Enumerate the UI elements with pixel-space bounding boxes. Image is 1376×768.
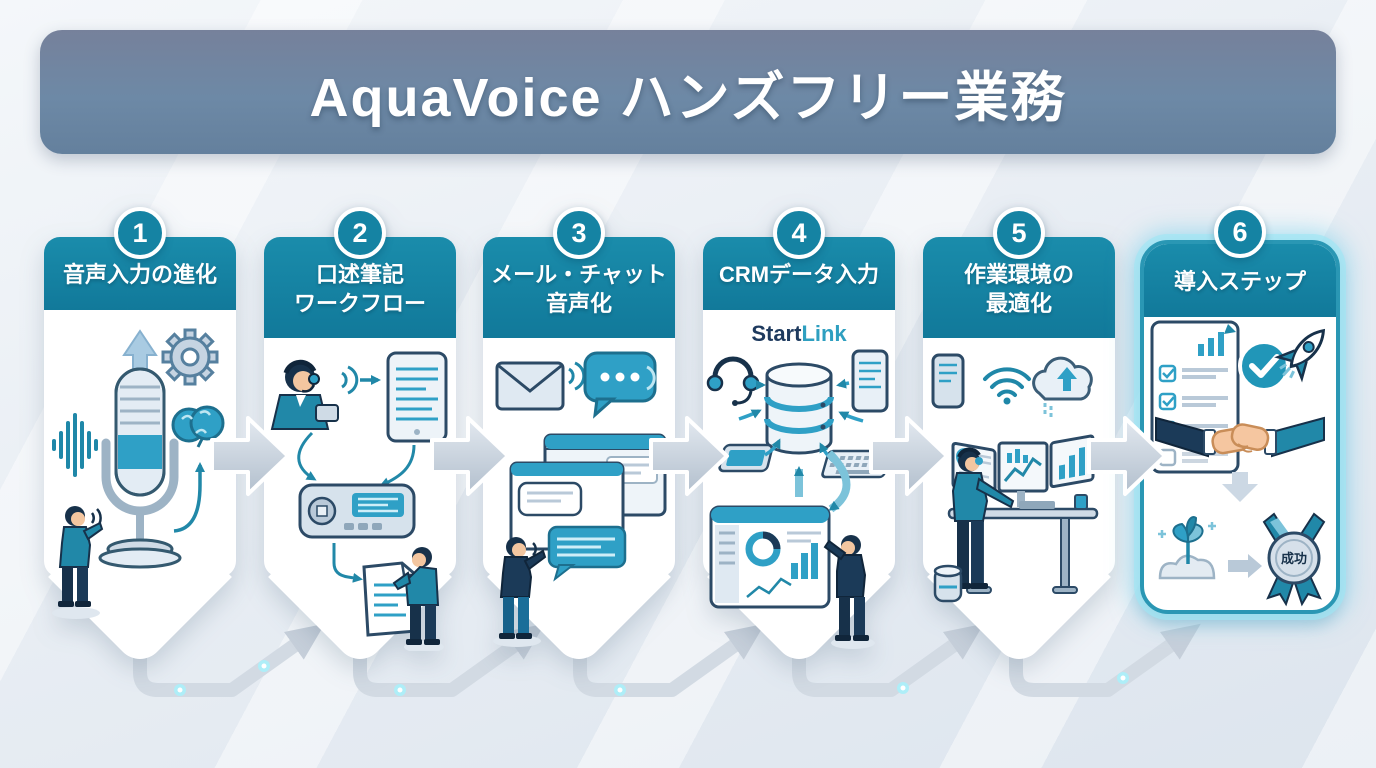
flow-arrow-down	[332, 543, 363, 583]
step-card-2: 口述筆記 ワークフロー 2	[264, 207, 456, 677]
page-title: AquaVoice ハンズフリー業務	[309, 67, 1067, 128]
step-4-number-badge: 4	[773, 207, 825, 259]
big-curve-arrow	[826, 450, 851, 513]
database-icon	[764, 362, 834, 455]
step-arrow-2-3	[430, 416, 510, 496]
brain-icon	[171, 405, 225, 448]
handshake-icon	[1155, 416, 1325, 458]
flow-arrow-right	[379, 444, 416, 487]
voice-waves-icon	[341, 365, 359, 395]
step-card-3: メール・チャット 音声化 3	[483, 207, 675, 677]
step-6-number-badge: 6	[1214, 206, 1266, 258]
step-arrow-4-5	[869, 416, 949, 496]
step-card-4: CRMデータ入力 4 StartLink	[703, 207, 895, 677]
startlink-logo-start: Start	[751, 321, 802, 346]
down-arrow-icon	[1222, 472, 1258, 502]
step-1-number-badge: 1	[114, 207, 166, 259]
headset-icon	[706, 356, 760, 406]
card-body: 導入ステップ	[1140, 240, 1340, 614]
small-right-arrow-icon	[1228, 554, 1262, 578]
tablet-icon	[386, 351, 448, 443]
smartphone-icon	[851, 349, 889, 413]
chat-bubble-icon	[583, 351, 657, 419]
reading-person	[392, 547, 444, 651]
step-card-1: 音声入力の進化 1	[44, 207, 236, 677]
pointing-person	[493, 537, 547, 647]
step-5-illustration	[931, 353, 1099, 603]
crm-dashboard	[709, 505, 831, 609]
browser-windows	[509, 433, 667, 582]
step-2-header: 口述筆記 ワークフロー	[264, 237, 456, 339]
step-1-illustration	[52, 328, 225, 619]
gear-icon	[161, 328, 219, 386]
step-5-number-badge: 5	[993, 207, 1045, 259]
title-banner: AquaVoice ハンズフリー業務	[40, 30, 1336, 154]
step-2-illustration	[270, 351, 448, 651]
envelope-icon	[495, 361, 565, 411]
step-1-header: 音声入力の進化	[44, 237, 236, 310]
step-arrow-1-2	[210, 416, 290, 496]
phone-icon	[931, 353, 965, 409]
curve-arrow-icon	[173, 462, 205, 533]
flow-arrow-left	[297, 431, 317, 481]
working-person	[951, 447, 1015, 589]
speaking-person	[52, 506, 104, 619]
voice-recorder-icon	[298, 483, 416, 539]
smart-speaker-icon	[933, 564, 963, 603]
step-6-illustration: 成功	[1150, 320, 1326, 607]
sprout-icon	[1158, 516, 1216, 580]
glow-dots	[174, 660, 1129, 696]
cloud-sync-icon	[1032, 356, 1093, 417]
step-4-illustration	[706, 349, 892, 649]
step-card-5: 作業環境の 最適化 5	[923, 207, 1115, 677]
step-2-number-badge: 2	[334, 207, 386, 259]
step-3-illustration	[493, 351, 667, 647]
step-card-6: 導入ステップ	[1140, 206, 1340, 614]
pointing-person	[823, 535, 875, 649]
step-3-number-badge: 3	[553, 207, 605, 259]
check-circle-icon	[1238, 340, 1290, 392]
step-arrow-5-6	[1087, 416, 1167, 496]
startlink-logo-link: Link	[801, 321, 847, 346]
medal-text: 成功	[1281, 551, 1307, 566]
soundwave-icon	[52, 413, 98, 477]
voice-waves-icon	[568, 361, 586, 391]
wifi-icon	[983, 367, 1031, 405]
agent-person	[270, 359, 339, 430]
success-medal-icon: 成功	[1262, 512, 1326, 607]
startlink-logo: StartLink	[703, 321, 895, 347]
data-flow-arrows	[738, 378, 864, 463]
microphone-icon	[98, 367, 182, 569]
rocket-icon	[1274, 328, 1326, 383]
step-arrow-3-4	[649, 416, 729, 496]
